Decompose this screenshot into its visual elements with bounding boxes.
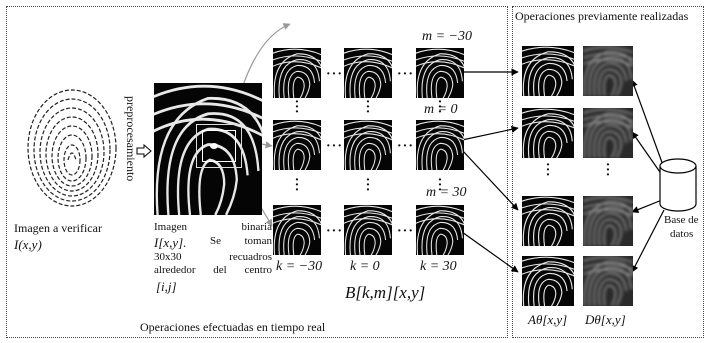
crop-k30-m-30 [416,48,464,98]
ellipsis-v: ··· [437,95,443,120]
ellipsis-h: ··· [397,139,415,154]
d-theta-2 [583,108,633,158]
ellipsis-v: ··· [365,173,371,198]
crop-k-30-m30 [273,205,321,255]
arrow-bot-to-a4 [461,231,519,273]
preprocessing-label: preprocesamiento [124,96,138,182]
arrow-mid-to-a3 [461,149,519,211]
binary-desc-line2: I[x,y]. Se toman [154,235,273,250]
desc-word: del [213,264,227,276]
binary-desc-line4: alrededor del centro [154,265,272,276]
desc-word: recuadros [229,251,272,263]
desc-word: alrededor [154,264,196,276]
ellipsis-v: ··· [294,95,300,120]
arrow-db-to-d4 [631,209,665,273]
arrow-db-to-d2 [631,131,663,176]
a-theta-4 [522,256,574,306]
arrow-db-to-d1 [630,79,665,169]
crop-box-inner [202,130,236,162]
binary-desc-line5: [i,j] [156,279,177,294]
ellipsis-h: ··· [397,67,415,82]
ellipsis-v: ··· [365,95,371,120]
database-icon [659,158,697,212]
ellipsis-v: ··· [545,158,551,183]
m-label-mid: m = 0 [424,102,458,117]
arrow-db-to-d3 [631,199,663,213]
a-theta-1 [522,46,574,96]
input-caption: Imagen a verificar [14,221,102,235]
database-label-line2: datos [670,228,694,240]
desc-word: binaria [241,221,272,233]
ellipsis-h: ··· [326,67,344,82]
realtime-panel-border [6,6,508,338]
binary-image [154,83,262,215]
input-function-label: I(x,y) [14,237,42,252]
desc-word: Se [210,235,221,247]
desc-word: centro [244,264,272,276]
d-theta-label: Dθ[x,y] [585,312,626,327]
k-label-left: k = −30 [276,259,323,274]
crop-box-outer [196,124,242,168]
ellipsis-v: ··· [437,173,443,198]
m-label-top: m = −30 [422,29,473,44]
d-theta-1 [583,46,633,96]
precomputed-panel-border [512,6,704,338]
arrow-mid-to-a2 [461,125,519,141]
d-theta-3 [583,196,633,246]
preprocessing-arrow-icon [136,144,152,158]
crop-k-30-m0 [273,120,321,170]
desc-word: 30x30 [154,251,182,263]
crop-k0-m30 [344,205,392,255]
k-label-mid: k = 0 [350,259,380,274]
ellipsis-v: ··· [294,173,300,198]
d-theta-4 [583,256,633,306]
a-theta-2 [522,108,574,158]
database-label-line1: Base de [664,214,699,226]
realtime-footer: Operaciones efectuadas en tiempo real [140,320,326,334]
precomputed-title: Operaciones previamente realizadas [515,9,689,23]
ellipsis-h: ··· [397,224,415,239]
grid-function-label: B[k,m][x,y] [345,283,426,302]
input-fingerprint-image [22,86,122,211]
ellipsis-h: ··· [326,224,344,239]
ellipsis-v: ··· [605,158,611,183]
a-theta-3 [522,196,574,246]
crop-k0-m-30 [344,48,392,98]
desc-word: I[x,y]. [154,235,187,250]
binary-desc-line1: Imagen binaria [154,222,272,233]
m-label-bot: m = 30 [426,185,467,200]
desc-word: Imagen [154,221,187,233]
crop-k0-m0 [344,120,392,170]
a-theta-label: Aθ[x,y] [528,312,568,327]
k-label-right: k = 30 [420,259,457,274]
crop-k-30-m-30 [273,48,321,98]
binary-desc-line3: 30x30 recuadros [154,252,272,263]
crop-center-point [210,143,218,149]
crop-k30-m0 [416,120,464,170]
desc-word: toman [244,235,273,247]
ellipsis-h: ··· [326,139,344,154]
crop-k30-m30 [416,205,464,255]
